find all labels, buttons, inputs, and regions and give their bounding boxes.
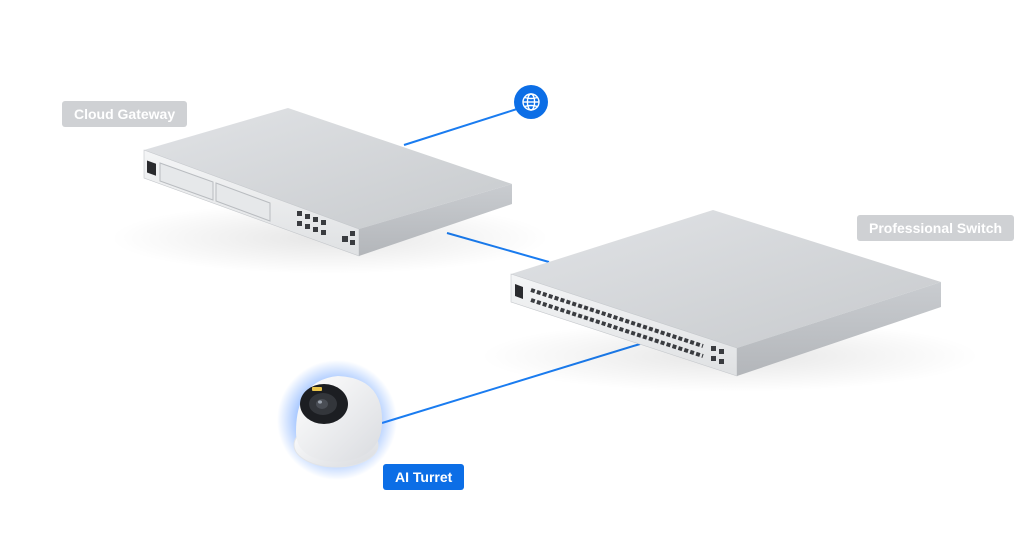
professional-switch-device[interactable] <box>480 210 980 392</box>
internet-node[interactable] <box>514 85 548 119</box>
label-professional-switch: Professional Switch <box>857 215 1015 241</box>
switch-ports <box>530 288 704 358</box>
label-cloud-gateway: Cloud Gateway <box>62 101 188 127</box>
globe-icon <box>522 93 540 111</box>
link-gateway-internet <box>403 108 518 146</box>
label-ai-turret: AI Turret <box>383 464 465 490</box>
cloud-gateway-device[interactable] <box>110 108 550 274</box>
gateway-ports <box>297 211 355 245</box>
ai-turret-camera[interactable] <box>277 360 397 480</box>
